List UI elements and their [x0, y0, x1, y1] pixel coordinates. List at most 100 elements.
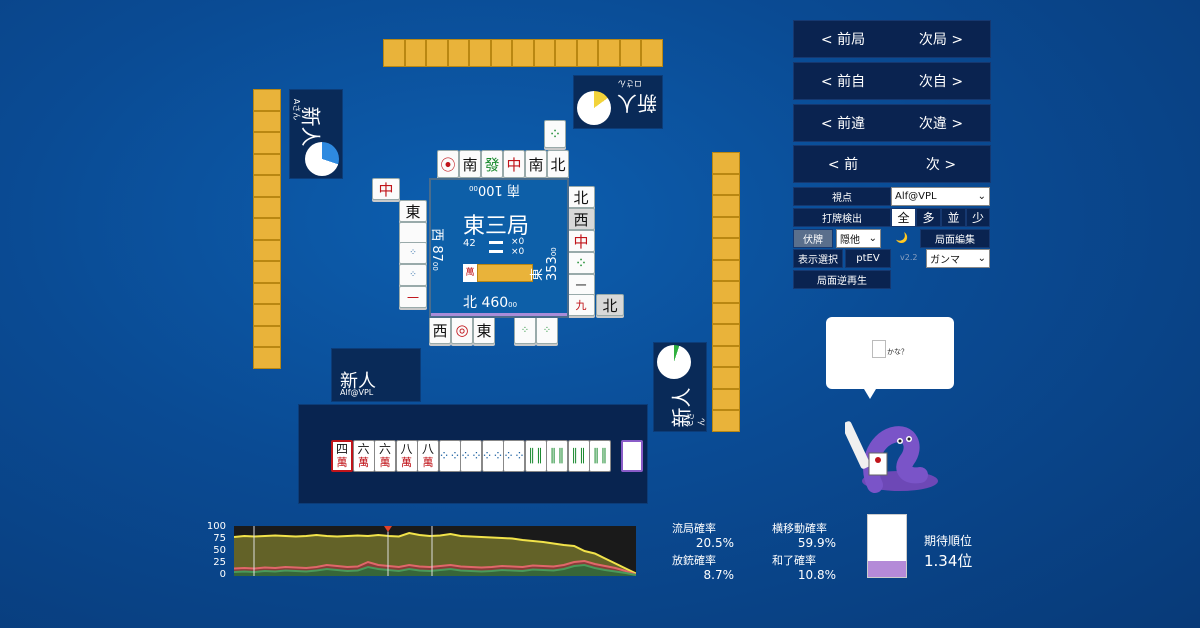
- back-tile: [712, 345, 740, 367]
- honba-count: 42: [463, 238, 476, 249]
- yoko-value: 59.9%: [797, 536, 836, 550]
- left-player-sub: Aさん: [292, 98, 302, 121]
- fuse-button[interactable]: 伏牌: [793, 229, 833, 248]
- hand-tile[interactable]: ⁘⁘: [503, 440, 525, 472]
- dead-wall: [477, 264, 533, 282]
- next-step-button[interactable]: 次 >: [925, 157, 957, 173]
- back-tile: [712, 388, 740, 410]
- top-player-pie: [577, 91, 611, 125]
- back-tile: [404, 39, 426, 67]
- discard-tile: ⁘: [544, 120, 566, 148]
- detect-few-button[interactable]: 少: [966, 208, 990, 227]
- detect-normal-button[interactable]: 並: [941, 208, 966, 227]
- viewpoint-select[interactable]: Alf@VPL⌄: [891, 187, 990, 206]
- back-tile: [253, 239, 281, 261]
- chevron-down-icon: ⌄: [868, 233, 877, 244]
- hand-tile[interactable]: ⁘⁘: [438, 440, 461, 472]
- back-tile: [253, 110, 281, 132]
- self-player-name: 新人: [340, 371, 376, 392]
- hora-label: 和了確率: [772, 554, 816, 567]
- discard-tile: 東: [399, 200, 427, 222]
- score-top-suffix: 00: [469, 184, 478, 192]
- y-tick: 50: [213, 545, 226, 556]
- fuse-select[interactable]: 隠他⌄: [836, 229, 881, 248]
- back-tile: [712, 410, 740, 432]
- nav-round: < 前局 次局 >: [793, 20, 991, 58]
- back-tile: [253, 196, 281, 218]
- stick-icon: [489, 241, 503, 244]
- bubble-text: かな？: [887, 348, 908, 356]
- moon-icon[interactable]: 🌙: [895, 233, 909, 244]
- top-player-name: 新人: [617, 91, 657, 115]
- chart-line-2: [234, 563, 636, 576]
- back-tile: [619, 39, 641, 67]
- drawn-tile[interactable]: [621, 440, 643, 472]
- hand-tile[interactable]: 四萬: [331, 440, 353, 472]
- speech-bubble: かな？: [826, 317, 954, 389]
- score-top: 南 10000: [469, 182, 520, 201]
- stick-icon: [489, 250, 503, 253]
- hand-tile[interactable]: 八萬: [395, 440, 418, 472]
- prev-step-button[interactable]: < 前: [827, 157, 859, 173]
- discard-tile: 中: [503, 150, 525, 178]
- back-tile: [253, 304, 281, 326]
- hand-tile[interactable]: ║║: [524, 440, 547, 472]
- chart-line-0: [234, 531, 636, 575]
- hand-tile[interactable]: ║║: [567, 440, 590, 472]
- rank-bar: [867, 514, 907, 578]
- back-tile: [712, 324, 740, 346]
- prev-self-button[interactable]: < 前自: [820, 74, 866, 90]
- discard-tile: ⁘: [536, 316, 558, 344]
- display-button[interactable]: ptEV: [845, 249, 891, 268]
- back-tile: [712, 238, 740, 260]
- discard-tile: ⁘: [399, 242, 427, 264]
- detect-many-button[interactable]: 多: [916, 208, 941, 227]
- hand-tile[interactable]: ║║: [546, 440, 568, 472]
- gamma-select[interactable]: ガンマ⌄: [926, 249, 990, 268]
- score-right-value: 東 353: [530, 256, 560, 281]
- viewpoint-label: 視点: [793, 187, 891, 206]
- y-tick: 75: [213, 533, 226, 544]
- reverse-replay-button[interactable]: 局面逆再生: [793, 270, 891, 289]
- next-round-button[interactable]: 次局 >: [918, 32, 964, 48]
- y-tick: 0: [219, 569, 226, 580]
- hand-tile[interactable]: ║║: [589, 440, 611, 472]
- bubble-tile: [872, 340, 886, 358]
- back-tile: [555, 39, 577, 67]
- next-diff-button[interactable]: 次違 >: [918, 116, 964, 132]
- hand-tile[interactable]: 八萬: [417, 440, 439, 472]
- right-opponent-hand: [712, 152, 740, 432]
- nav-self: < 前自 次自 >: [793, 62, 991, 100]
- chart-position-marker[interactable]: [384, 526, 392, 532]
- version-label: v2.2: [900, 253, 918, 262]
- hand-tile[interactable]: ⁘⁘: [460, 440, 482, 472]
- hand-tile[interactable]: ⁘⁘: [481, 440, 504, 472]
- rank-label: 期待順位: [924, 534, 973, 548]
- left-player-pie: [305, 142, 339, 176]
- right-player-panel: 新人 Cさん: [653, 342, 707, 432]
- viewpoint-value: Alf@VPL: [895, 191, 937, 202]
- next-self-button[interactable]: 次自 >: [918, 74, 964, 90]
- back-tile: [253, 175, 281, 197]
- edit-button[interactable]: 局面編集: [920, 229, 990, 248]
- score-right-suffix: 00: [550, 247, 558, 257]
- back-tile: [641, 39, 663, 67]
- back-tile: [712, 216, 740, 238]
- score-left-value: 西 87: [428, 228, 444, 262]
- score-bottom: 北 46000: [463, 292, 517, 312]
- hand-tile[interactable]: 六萬: [374, 440, 396, 472]
- top-player-sub: ロさん: [618, 79, 642, 88]
- discard-tile: 北: [596, 294, 624, 316]
- discard-tile: 發: [481, 150, 503, 178]
- prev-diff-button[interactable]: < 前違: [820, 116, 866, 132]
- bubble-tail: [864, 389, 876, 399]
- score-left: 西 8700: [429, 228, 448, 271]
- back-tile: [712, 195, 740, 217]
- y-tick: 25: [213, 557, 226, 568]
- hand-tile[interactable]: 六萬: [352, 440, 375, 472]
- snake-mascot: [845, 421, 938, 493]
- prev-round-button[interactable]: < 前局: [820, 32, 866, 48]
- back-tile: [598, 39, 620, 67]
- detect-all-button[interactable]: 全: [891, 208, 916, 227]
- chart-line-1: [234, 559, 636, 576]
